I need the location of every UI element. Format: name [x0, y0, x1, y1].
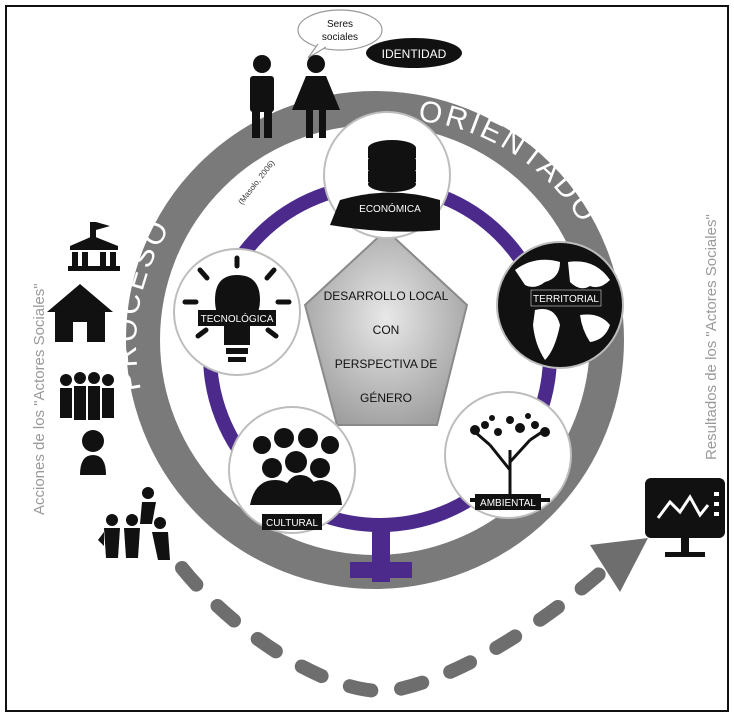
label-economica: ECONÓMICA: [359, 202, 421, 215]
label-tecnologica: TECNOLÓGICA: [201, 312, 274, 325]
center-line-3: PERSPECTIVA DE: [335, 357, 437, 371]
identidad-label: IDENTIDAD: [382, 47, 447, 61]
label-ambiental: AMBIENTAL: [480, 498, 536, 509]
dashed-arrow: [175, 553, 622, 699]
man-woman-icon: [250, 55, 340, 138]
group-of-people-icon: [60, 372, 114, 420]
house-icon: [47, 284, 113, 342]
center-line-2: CON: [373, 323, 400, 337]
dimension-ambiental: AMBIENTAL: [444, 391, 572, 519]
venus-crossbar: [350, 562, 412, 578]
globe-icon: [515, 259, 610, 360]
center-line-1: DESARROLLO LOCAL: [324, 289, 449, 303]
dimension-tecnologica: TECNOLÓGICA: [173, 248, 301, 376]
dimension-cultural: CULTURAL: [228, 406, 356, 534]
dimension-economica: ECONÓMICA: [323, 111, 451, 239]
bubble-line-1: Seres: [327, 19, 353, 30]
arrow-head: [590, 538, 648, 592]
center-pentagon: [303, 228, 469, 426]
label-cultural: CULTURAL: [266, 518, 318, 529]
side-label-left: Acciones de los "Actores Sociales": [31, 283, 48, 515]
teamwork-icon: [98, 487, 170, 560]
dimension-territorial: TERRITORIAL: [496, 241, 624, 369]
identidad-badge: IDENTIDAD: [366, 38, 462, 68]
government-building-icon: [68, 222, 120, 271]
bubble-line-2: sociales: [322, 32, 358, 43]
monitor-chart-icon: [645, 478, 725, 557]
speech-bubble: Seres sociales: [297, 9, 383, 59]
crowd-icon: [250, 428, 342, 505]
leaves: [470, 413, 550, 437]
label-territorial: TERRITORIAL: [533, 294, 599, 305]
side-label-right: Resultados de los "Actores Sociales": [703, 214, 720, 460]
center-line-4: GÉNERO: [360, 390, 412, 405]
woman-user-icon: [80, 430, 106, 475]
